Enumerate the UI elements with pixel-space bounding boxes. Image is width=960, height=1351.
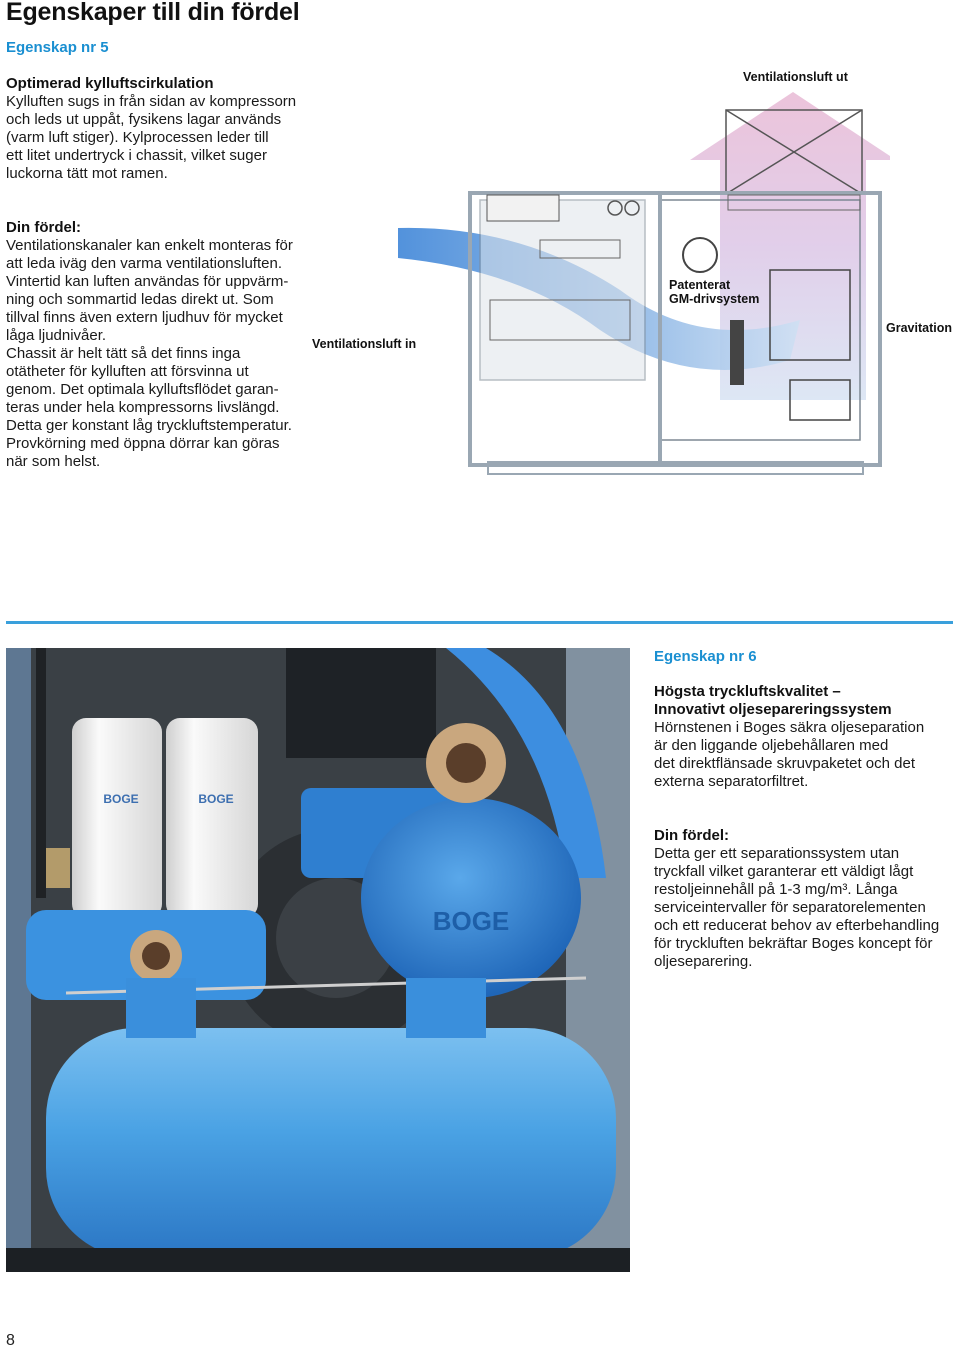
- text-line: ett litet undertryck i chassit, vilket s…: [6, 147, 267, 164]
- page-number: 8: [6, 1332, 15, 1349]
- section-divider: [6, 621, 953, 624]
- label-air-in: Ventilationsluft in: [312, 337, 417, 351]
- label-gravity: Gravitation: [886, 321, 952, 335]
- feature-5-heading: Optimerad kylluftscirkulation: [6, 75, 214, 92]
- text-line: Chassit är helt tätt så det finns inga: [6, 345, 241, 362]
- text-line: det direktflänsade skruvpaketet och det: [654, 755, 915, 772]
- text-line: luckorna tätt mot ramen.: [6, 165, 168, 182]
- text-line: Hörnstenen i Boges säkra oljeseparation: [654, 719, 925, 736]
- text-line: Vintertid kan luften användas för uppvär…: [6, 273, 289, 290]
- label-air-out: Ventilationsluft ut: [743, 70, 848, 84]
- feature-5-label: Egenskap nr 5: [6, 39, 109, 56]
- feature-6-benefit-heading: Din fördel:: [654, 827, 729, 844]
- feature-5-intro-text: Kylluften sugs in från sidan av kompress…: [6, 93, 316, 183]
- text-line: är den liggande oljebehållaren med: [654, 737, 889, 754]
- compressor-frame: [468, 191, 882, 475]
- text-line: serviceintervaller för separatorelemente…: [654, 899, 926, 916]
- text-line: Ventilationskanaler kan enkelt monteras …: [6, 237, 293, 254]
- label-drive-line-2: GM-drivsystem: [669, 292, 760, 306]
- boge-block-logo: BOGE: [433, 906, 510, 936]
- feature-6-heading: Högsta tryckluftskvalitet – Innovativt o…: [654, 683, 954, 719]
- feature-6-label: Egenskap nr 6: [654, 648, 757, 665]
- text-line: (varm luft stiger). Kylprocessen leder t…: [6, 129, 269, 146]
- feature-6-benefit: Din fördel: Detta ger ett separationssys…: [654, 827, 954, 971]
- text-line: när som helst.: [6, 453, 101, 470]
- text-line: restoljeinnehåll på 1-3 mg/m³. Långa: [654, 881, 898, 898]
- page-title: Egenskaper till din fördel: [6, 0, 300, 26]
- heading-line: Högsta tryckluftskvalitet –: [654, 683, 841, 700]
- feature-5-benefit-text: Ventilationskanaler kan enkelt monteras …: [6, 237, 316, 471]
- feature-5-intro: Optimerad kylluftscirkulation Kylluften …: [6, 75, 316, 183]
- feature-5-benefit-heading: Din fördel:: [6, 219, 81, 236]
- cooling-air-diagram: [398, 92, 890, 475]
- feature-6-benefit-text: Detta ger ett separationssystem utan try…: [654, 845, 954, 971]
- feature-6-intro: Högsta tryckluftskvalitet – Innovativt o…: [654, 683, 954, 791]
- text-line: låga ljudnivåer.: [6, 327, 107, 344]
- text-line: att leda iväg den varma ventilationsluft…: [6, 255, 282, 272]
- feature-5-benefit: Din fördel: Ventilationskanaler kan enke…: [6, 219, 316, 471]
- label-drive-line-1: Patenterat: [669, 278, 731, 292]
- text-line: oljeseparering.: [654, 953, 753, 970]
- text-line: teras under hela kompressorns livslängd.: [6, 399, 280, 416]
- text-line: Detta ger konstant låg tryckluftstempera…: [6, 417, 292, 434]
- text-line: och ett reducerat behov av efterbehandli…: [654, 917, 940, 934]
- heading-line: Innovativt oljesepareringssystem: [654, 701, 892, 718]
- text-line: genom. Det optimala kylluftsflödet garan…: [6, 381, 279, 398]
- text-line: för tryckluften bekräftar Boges koncept …: [654, 935, 933, 952]
- text-line: otätheter för kylluften att försvinna ut: [6, 363, 249, 380]
- text-line: Provkörning med öppna dörrar kan göras: [6, 435, 280, 452]
- text-line: Kylluften sugs in från sidan av kompress…: [6, 93, 297, 110]
- boge-filter-2-logo: BOGE: [198, 792, 233, 806]
- compressor-photo: BOGE BOGE BOGE: [6, 648, 630, 1272]
- text-line: ning och sommartid ledas direkt ut. Som: [6, 291, 274, 308]
- text-line: externa separatorfiltret.: [654, 773, 809, 790]
- text-line: tryckfall vilket garanterar ett väldigt …: [654, 863, 914, 880]
- label-drive: Patenterat GM-drivsystem: [669, 278, 759, 306]
- boge-filter-1-logo: BOGE: [103, 792, 138, 806]
- feature-6-intro-text: Hörnstenen i Boges säkra oljeseparation …: [654, 719, 954, 791]
- text-line: tillval finns även extern ljudhuv för my…: [6, 309, 283, 326]
- text-line: Detta ger ett separationssystem utan: [654, 845, 900, 862]
- text-line: och leds ut uppåt, fysikens lagar använd…: [6, 111, 282, 128]
